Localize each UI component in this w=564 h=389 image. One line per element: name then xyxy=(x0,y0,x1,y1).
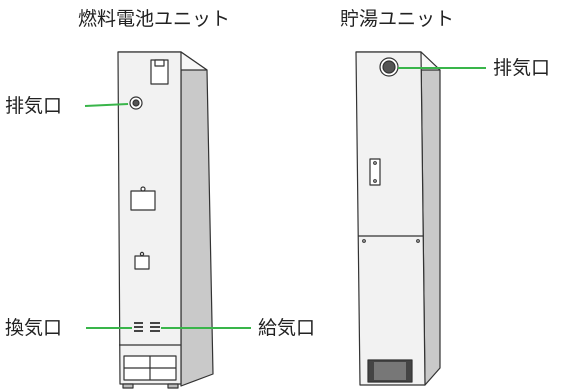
hot-water-exhaust-label: 排気口 xyxy=(493,57,551,79)
fuel-cell-unit-title: 燃料電池ユニット xyxy=(78,8,231,30)
fuel-cell-exhaust-label: 排気口 xyxy=(5,95,63,117)
fuel-cell-unit xyxy=(117,51,214,389)
hot-water-unit-title: 貯湯ユニット xyxy=(340,8,455,30)
hot-water-front-face xyxy=(355,51,426,386)
hot-water-unit xyxy=(355,51,441,386)
fuel-cell-ventilation-label: 換気口 xyxy=(5,317,63,339)
fuel-cell-mid-panel xyxy=(130,190,156,211)
fuel-cell-exhaust-leader-line xyxy=(84,103,129,107)
fuel-cell-intake-label: 給気口 xyxy=(258,317,316,339)
fuel-cell-intake-louver xyxy=(150,322,160,332)
fuel-cell-small-panel xyxy=(134,255,150,270)
fuel-cell-front-face xyxy=(117,51,182,385)
fuel-cell-side-face xyxy=(180,51,214,387)
fuel-cell-ventilation-louver xyxy=(134,322,143,332)
hot-water-small-panel xyxy=(369,158,381,186)
